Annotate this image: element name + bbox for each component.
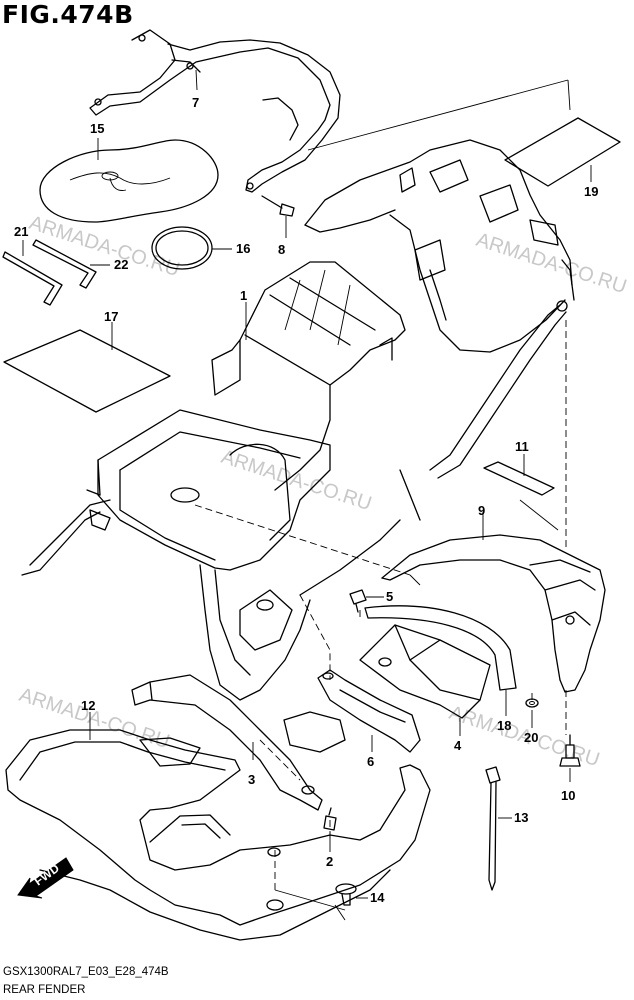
- callout-9: 9: [478, 503, 485, 540]
- part-9-splash-guard[interactable]: [381, 534, 606, 693]
- part-21-22-hex-keys[interactable]: [2, 239, 97, 306]
- callout-12: 12: [81, 698, 95, 740]
- footer-model-code: GSX1300RAL7_E03_E28_474B: [3, 966, 169, 978]
- callout-6: 6: [367, 735, 374, 769]
- callout-3: 3: [248, 742, 255, 787]
- part-16-seal-ring[interactable]: [151, 226, 213, 270]
- svg-text:3: 3: [248, 772, 255, 787]
- svg-text:8: 8: [278, 242, 285, 257]
- callout-7: 7: [192, 69, 199, 110]
- watermark-2: ARMADA-CO.RU: [473, 229, 629, 298]
- part-2-screw[interactable]: [323, 807, 337, 831]
- svg-text:12: 12: [81, 698, 95, 713]
- callout-14: 14: [356, 890, 385, 905]
- svg-text:4: 4: [454, 738, 462, 753]
- svg-text:18: 18: [497, 718, 511, 733]
- svg-text:17: 17: [104, 309, 118, 324]
- callout-11: 11: [515, 439, 529, 476]
- callout-22: 22: [90, 257, 128, 272]
- part-6-bracket[interactable]: [317, 669, 421, 753]
- watermark-1: ARMADA-CO.RU: [26, 212, 182, 281]
- svg-text:16: 16: [236, 241, 250, 256]
- fwd-arrow: FWD: [17, 857, 74, 899]
- part-17-sheet[interactable]: [3, 329, 171, 413]
- svg-text:2: 2: [326, 854, 333, 869]
- callout-21: 21: [14, 224, 28, 256]
- svg-text:15: 15: [90, 121, 104, 136]
- svg-text:9: 9: [478, 503, 485, 518]
- callout-2: 2: [326, 832, 333, 869]
- callout-15: 15: [90, 121, 104, 160]
- svg-text:11: 11: [515, 439, 529, 454]
- callout-16: 16: [212, 241, 250, 256]
- svg-text:19: 19: [584, 184, 598, 199]
- part-11-pad[interactable]: [483, 461, 555, 496]
- svg-text:1: 1: [240, 288, 247, 303]
- svg-text:20: 20: [524, 730, 538, 745]
- part-13-cable-tie[interactable]: [485, 766, 501, 891]
- callout-8: 8: [278, 216, 287, 257]
- callout-13: 13: [498, 810, 528, 825]
- part-19-sheet[interactable]: [504, 117, 621, 187]
- part-20-washer[interactable]: [525, 698, 539, 708]
- part-1-lower-fender[interactable]: [199, 469, 421, 701]
- assembly-lines: [194, 79, 571, 921]
- part-8-bolt[interactable]: [261, 195, 295, 217]
- svg-text:21: 21: [14, 224, 28, 239]
- part-5-clip[interactable]: [349, 589, 367, 613]
- watermark-4: ARMADA-CO.RU: [16, 684, 172, 753]
- svg-text:13: 13: [514, 810, 528, 825]
- svg-text:10: 10: [561, 788, 575, 803]
- callout-17: 17: [104, 309, 118, 350]
- callout-19: 19: [584, 165, 598, 199]
- part-18-strip[interactable]: [364, 605, 517, 691]
- part-4-cover[interactable]: [359, 624, 491, 719]
- part-3-bracket[interactable]: [131, 674, 323, 811]
- part-15-cover[interactable]: [39, 139, 219, 223]
- svg-text:14: 14: [370, 890, 385, 905]
- footer-section-name: REAR FENDER: [3, 984, 86, 996]
- callout-20: 20: [524, 710, 538, 745]
- part-1-rear-fender[interactable]: [211, 261, 406, 491]
- part-7-rear-bracket[interactable]: [89, 29, 341, 193]
- callout-10: 10: [561, 768, 575, 803]
- svg-text:6: 6: [367, 754, 374, 769]
- svg-text:5: 5: [386, 589, 393, 604]
- callout-5: 5: [366, 589, 393, 604]
- callout-1: 1: [240, 288, 247, 340]
- callout-4: 4: [454, 718, 462, 753]
- part-14-clip[interactable]: [335, 883, 357, 906]
- svg-text:22: 22: [114, 257, 128, 272]
- figure-title: FIG.474B: [2, 0, 134, 29]
- part-10-bolt[interactable]: [559, 734, 581, 767]
- watermark-3: ARMADA-CO.RU: [218, 446, 374, 515]
- part-1-tray[interactable]: [21, 409, 331, 576]
- part-12-undertray[interactable]: [5, 711, 431, 941]
- callout-18: 18: [497, 690, 511, 733]
- svg-text:7: 7: [192, 95, 199, 110]
- rear-fender-frame: [304, 139, 575, 479]
